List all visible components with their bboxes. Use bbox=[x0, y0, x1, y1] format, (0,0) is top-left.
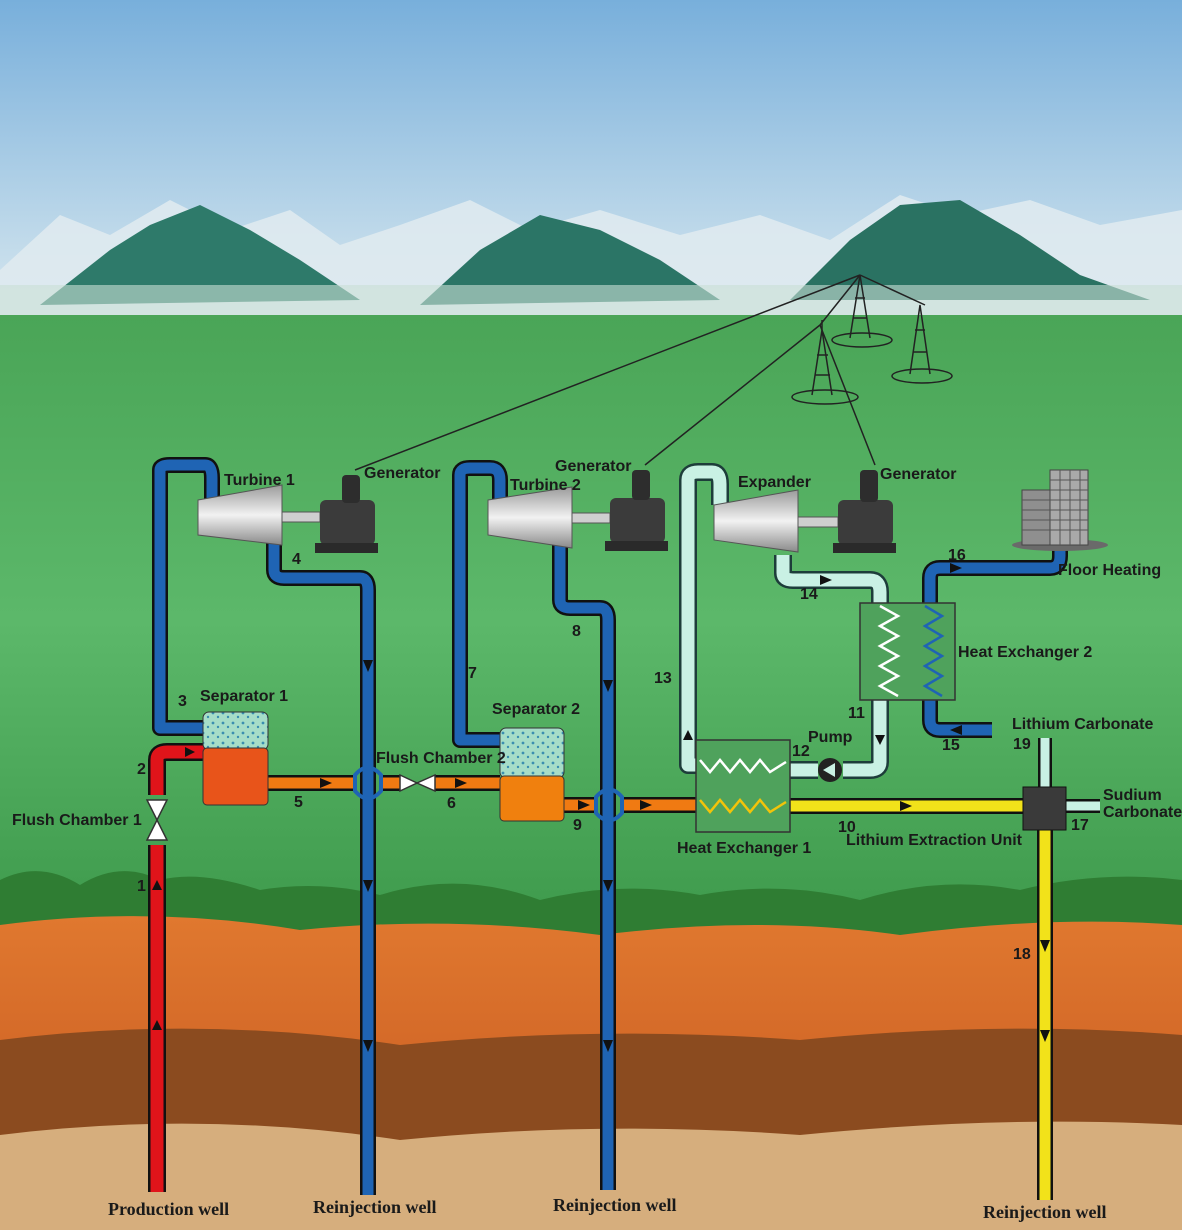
state-number-10: 10 bbox=[838, 819, 856, 836]
state-number-13: 13 bbox=[654, 670, 672, 687]
turbine-1 bbox=[197, 484, 321, 546]
generator-2-label: Generator bbox=[555, 458, 631, 475]
state-number-4: 4 bbox=[292, 551, 301, 568]
floor-heating-label: Floor Heating bbox=[1058, 562, 1161, 579]
state-number-3: 3 bbox=[178, 693, 187, 710]
state-number-16: 16 bbox=[948, 547, 966, 564]
grass-field bbox=[0, 315, 1182, 925]
separator-1 bbox=[202, 711, 269, 806]
reinjection-well-2-label: Reinjection well bbox=[553, 1195, 676, 1215]
steam-pipe-3 bbox=[152, 457, 220, 736]
lithium-carbonate-label: Lithium Carbonate bbox=[1012, 716, 1153, 733]
pump bbox=[818, 758, 842, 782]
steam-pipe-7 bbox=[452, 460, 508, 748]
expander-label: Expander bbox=[738, 474, 811, 491]
generator-3 bbox=[833, 470, 896, 553]
bedrock-layer bbox=[0, 1121, 1182, 1230]
turbine-1-label: Turbine 1 bbox=[224, 472, 295, 489]
heat-exchanger-2-label: Heat Exchanger 2 bbox=[958, 644, 1092, 661]
exhaust-pipe-4 bbox=[266, 540, 376, 1195]
state-number-12: 12 bbox=[792, 743, 810, 760]
flush-chamber-1-label: Flush Chamber 1 bbox=[12, 812, 142, 829]
production-pipe bbox=[148, 743, 205, 1192]
power-tower-2 bbox=[831, 274, 893, 348]
heat-exchanger-1-label: Heat Exchanger 1 bbox=[677, 840, 811, 857]
generator-1-label: Generator bbox=[364, 465, 440, 482]
turbine-2 bbox=[487, 486, 611, 549]
state-number-5: 5 bbox=[294, 794, 303, 811]
forest-hill-center bbox=[420, 215, 720, 305]
production-well-label: Production well bbox=[108, 1199, 229, 1219]
heat-exchanger-1 bbox=[695, 739, 791, 833]
sodium-carbonate-label-line2: Carbonate bbox=[1103, 804, 1182, 821]
heat-exchanger-2 bbox=[859, 602, 956, 701]
forest-hill-left bbox=[40, 205, 360, 305]
lithium-extraction-unit bbox=[1022, 786, 1067, 831]
heating-loop bbox=[922, 545, 1068, 738]
turbine-2-label: Turbine 2 bbox=[510, 477, 581, 494]
expander bbox=[713, 489, 839, 553]
state-number-17: 17 bbox=[1071, 817, 1089, 834]
generator-2 bbox=[605, 470, 668, 551]
sodium-carbonate-label-line1: Sudium bbox=[1103, 787, 1162, 804]
separator-1-label: Separator 1 bbox=[200, 688, 288, 705]
power-tower-1 bbox=[791, 320, 859, 405]
flush-chamber-1-valve bbox=[145, 799, 169, 841]
flush-chamber-2-valve bbox=[399, 773, 436, 793]
exhaust-pipe-8 bbox=[552, 545, 616, 1190]
reinjection-well-3-label: Reinjection well bbox=[983, 1202, 1106, 1222]
transmission-lines bbox=[354, 274, 926, 471]
state-number-11: 11 bbox=[848, 705, 865, 722]
state-number-1: 1 bbox=[137, 878, 146, 895]
separator-2 bbox=[499, 727, 565, 822]
flush-chamber-2-label: Flush Chamber 2 bbox=[376, 750, 506, 767]
lithium-extraction-unit-label: Lithium Extraction Unit bbox=[846, 832, 1023, 849]
power-tower-3 bbox=[891, 304, 953, 384]
pump-label: Pump bbox=[808, 729, 853, 746]
state-number-6: 6 bbox=[447, 795, 456, 812]
state-number-2: 2 bbox=[137, 761, 146, 778]
reinjection-well-1-label: Reinjection well bbox=[313, 1197, 436, 1217]
state-number-7: 7 bbox=[468, 665, 477, 682]
bushes bbox=[0, 871, 1182, 940]
state-number-9: 9 bbox=[573, 817, 582, 834]
forest-hill-right bbox=[790, 200, 1150, 300]
floor-heating-building bbox=[1012, 469, 1108, 551]
state-number-8: 8 bbox=[572, 623, 581, 640]
generator-3-label: Generator bbox=[880, 466, 956, 483]
generator-1 bbox=[315, 475, 378, 553]
separator-2-label: Separator 2 bbox=[492, 701, 580, 718]
state-number-14: 14 bbox=[800, 586, 818, 603]
state-number-15: 15 bbox=[942, 737, 960, 754]
state-number-18: 18 bbox=[1013, 946, 1031, 963]
state-number-19: 19 bbox=[1013, 736, 1031, 753]
brine-pipe-5-6 bbox=[265, 765, 500, 801]
flow-arrows bbox=[152, 563, 1050, 1052]
